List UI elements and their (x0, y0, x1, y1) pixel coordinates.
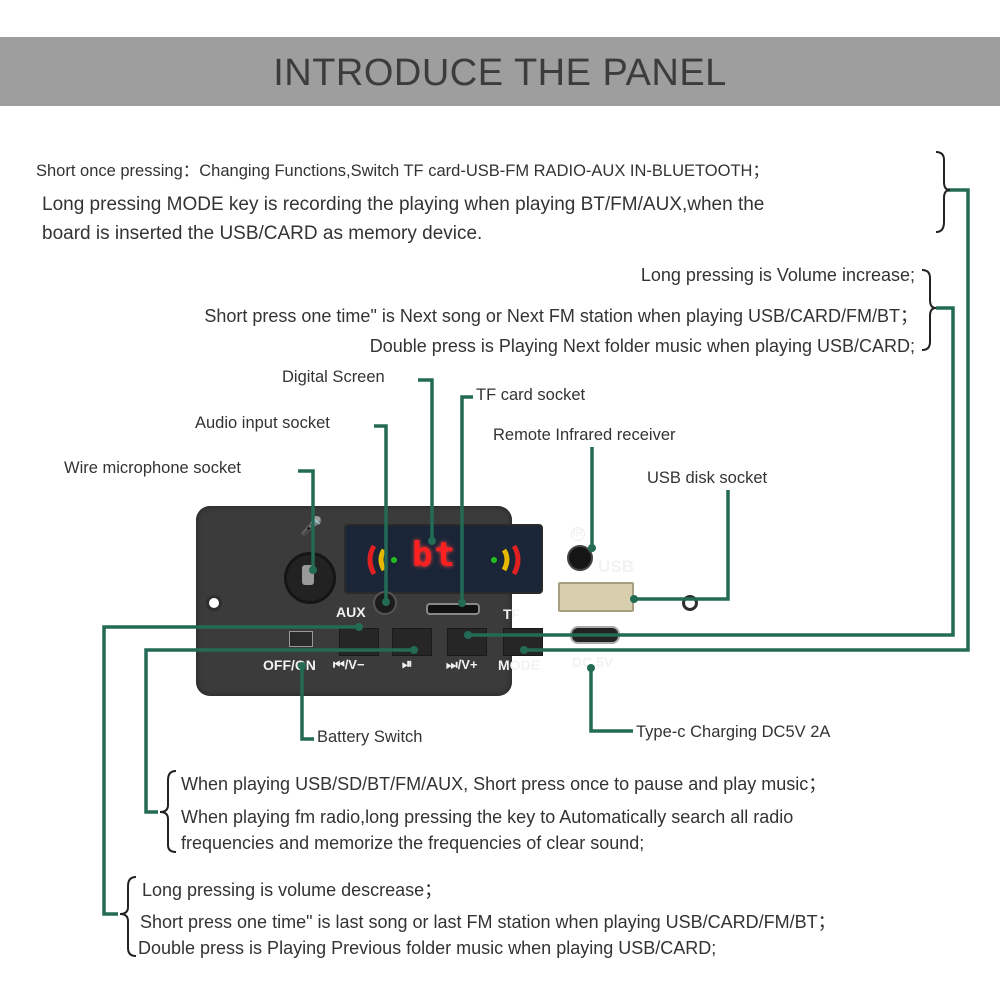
microphone-icon: 🎤 (300, 516, 323, 536)
callout-wire-mic-socket: Wire microphone socket (64, 459, 241, 477)
dot-play (410, 646, 418, 654)
leader-tf-card (460, 395, 473, 603)
dot-mic (309, 566, 317, 574)
next-note-long-press: Long pressing is Volume increase; (640, 265, 915, 285)
brace-play-notes (159, 770, 177, 853)
prev-note-double-press: Double press is Playing Previous folder … (138, 938, 717, 958)
next-label: ⏭/V+ (446, 657, 478, 672)
page-title: INTRODUCE THE PANEL (273, 52, 727, 94)
left-red-arc (367, 544, 377, 576)
prev-note-long-press: Long pressing is volume descrease； (142, 880, 443, 900)
callout-battery-switch: Battery Switch (317, 728, 423, 746)
play-pause-label: ⏯ (402, 656, 413, 671)
tf-label: TF (503, 606, 521, 622)
leader-audio-input (374, 424, 388, 602)
callout-audio-input-socket: Audio input socket (195, 414, 330, 432)
dc-5v-label: DC 5V (572, 654, 614, 670)
leader-play (144, 648, 414, 814)
right-red-arc (511, 544, 521, 576)
prev-label: ⏮/V− (333, 657, 365, 672)
mounting-hole-right (685, 598, 695, 608)
leader-usb (634, 490, 730, 601)
brace-mode-notes (935, 151, 951, 233)
prev-note-short-press: Short press one time" is last song or la… (140, 912, 836, 932)
right-green-dot (491, 557, 497, 563)
callout-usb-disk-socket: USB disk socket (647, 469, 768, 487)
aux-label: AUX (336, 604, 366, 620)
dot-usb (630, 595, 638, 603)
leader-digital-screen (418, 378, 434, 541)
dot-aux (382, 598, 390, 606)
tf-card-slot (426, 603, 480, 615)
callout-digital-screen: Digital Screen (282, 368, 385, 386)
title-banner: INTRODUCE THE PANEL (0, 37, 1000, 106)
next-note-double-press: Double press is Playing Next folder musi… (369, 336, 915, 356)
ir-label: IR (571, 527, 585, 541)
next-note-short-press: Short press one time" is Next song or Ne… (204, 306, 918, 326)
mode-note-short-press: Short once pressing：Changing Functions,S… (36, 162, 769, 180)
leader-wire-mic (298, 469, 315, 570)
mode-note-long-press-2: board is inserted the USB/CARD as memory… (42, 223, 483, 244)
usb-label: USB (598, 557, 634, 576)
volume-indicator-icons (367, 544, 521, 576)
dot-next (464, 631, 472, 639)
dot-screen (428, 537, 436, 545)
brace-next-notes (921, 269, 937, 351)
dot-ir (588, 544, 596, 552)
dot-tf (458, 599, 466, 607)
leader-typec (589, 668, 633, 733)
callout-typec-charging: Type-c Charging DC5V 2A (636, 723, 831, 741)
play-note-short-press: When playing USB/SD/BT/FM/AUX, Short pre… (181, 774, 827, 794)
mode-note-long-press-1: Long pressing MODE key is recording the … (42, 194, 765, 215)
battery-switch[interactable] (289, 631, 313, 647)
right-yellow-arc (501, 548, 510, 572)
dot-typec (587, 664, 595, 672)
mode-label: MODE (498, 657, 540, 673)
callout-remote-ir-receiver: Remote Infrared receiver (493, 426, 676, 444)
dot-switch (298, 662, 306, 670)
digital-screen (344, 524, 543, 594)
callout-tf-card-socket: TF card socket (476, 386, 586, 404)
leader-battery (300, 666, 314, 741)
play-note-long-press-1: When playing fm radio,long pressing the … (181, 807, 794, 827)
leader-prev (102, 625, 359, 916)
play-note-long-press-2: frequencies and memorize the frequencies… (181, 833, 645, 853)
left-green-dot (391, 557, 397, 563)
dot-prev (355, 623, 363, 631)
leader-mode (524, 188, 970, 652)
left-yellow-arc (378, 548, 387, 572)
leader-next (468, 306, 955, 637)
brace-prev-notes (119, 876, 137, 957)
mounting-hole-left (209, 598, 219, 608)
dot-mode (520, 646, 528, 654)
